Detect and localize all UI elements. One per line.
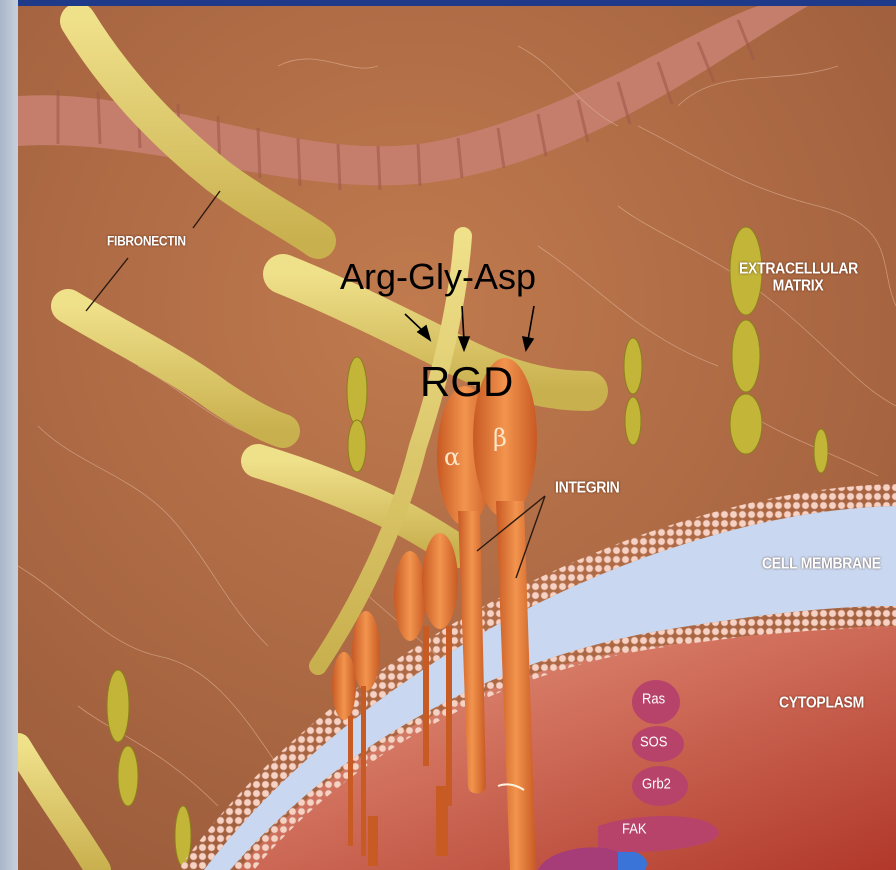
extracellular-matrix-label-line1: EXTRACELLULAR <box>739 259 857 277</box>
rgd-label: RGD <box>420 358 513 406</box>
fibronectin-label: FIBRONECTIN <box>107 233 186 249</box>
grb2-label: Grb2 <box>642 775 671 792</box>
diagram-canvas <box>18 6 896 870</box>
extracellular-matrix-label-line2: MATRIX <box>739 276 857 294</box>
arg-gly-asp-label: Arg-Gly-Asp <box>340 256 536 298</box>
slide-frame <box>0 0 18 870</box>
sos-label: SOS <box>640 733 667 750</box>
integrin-label: INTEGRIN <box>555 478 620 496</box>
integrin-diagram: FIBRONECTIN EXTRACELLULAR MATRIX INTEGRI… <box>18 6 896 870</box>
fak-label: FAK <box>622 820 647 837</box>
alpha-subunit-label: α <box>444 443 460 471</box>
cell-membrane-label: CELL MEMBRANE <box>762 554 881 572</box>
beta-subunit-label: β <box>493 424 507 452</box>
cytoplasm-label: CYTOPLASM <box>779 693 864 711</box>
ras-label: Ras <box>642 690 665 707</box>
